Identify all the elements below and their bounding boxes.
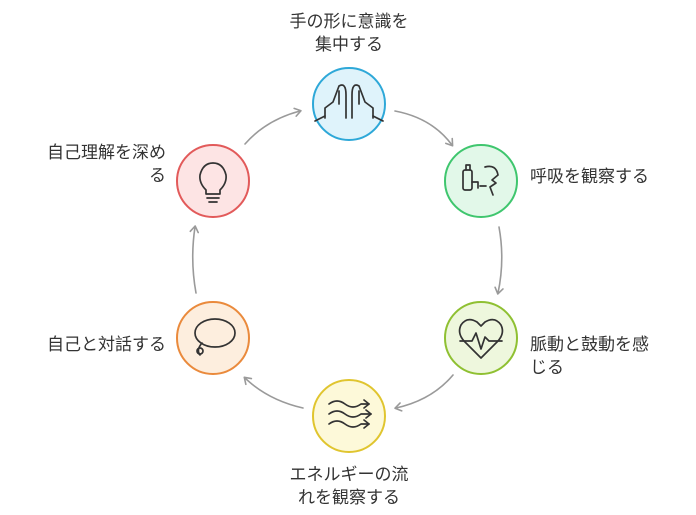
arrow-step1-to-step2 xyxy=(394,110,454,147)
arrow-step5-to-step6 xyxy=(189,225,200,294)
cycle-arrows xyxy=(189,107,504,412)
praying-hands-icon xyxy=(314,84,384,122)
step-6-node xyxy=(176,144,250,218)
arrow-step2-to-step3 xyxy=(494,226,504,295)
step-2-label: 呼吸を観察する xyxy=(530,167,649,187)
step-4-label: エネルギーの流 れを観察する xyxy=(289,465,409,508)
step-4-node xyxy=(312,379,386,453)
step-1-node xyxy=(312,67,386,141)
step-5-label: 自己と対話する xyxy=(47,335,166,355)
step-3-label: 脈動と鼓動を感 じる xyxy=(530,335,649,378)
step-3-node xyxy=(444,301,518,375)
arrow-step3-to-step4 xyxy=(394,374,454,412)
heartbeat-icon xyxy=(458,318,504,359)
step-5-node xyxy=(176,301,250,375)
step-1-label: 手の形に意識を 集中する xyxy=(289,12,409,55)
arrow-step6-to-step1 xyxy=(244,107,302,145)
step-2-node xyxy=(444,144,518,218)
arrow-step4-to-step5 xyxy=(243,376,304,409)
energy-waves-icon xyxy=(328,399,372,429)
speech-loop-icon xyxy=(194,318,236,356)
inhaler-breathing-icon xyxy=(462,164,499,196)
lightbulb-icon xyxy=(199,162,227,203)
step-6-label: 自己理解を深め る xyxy=(47,143,166,186)
